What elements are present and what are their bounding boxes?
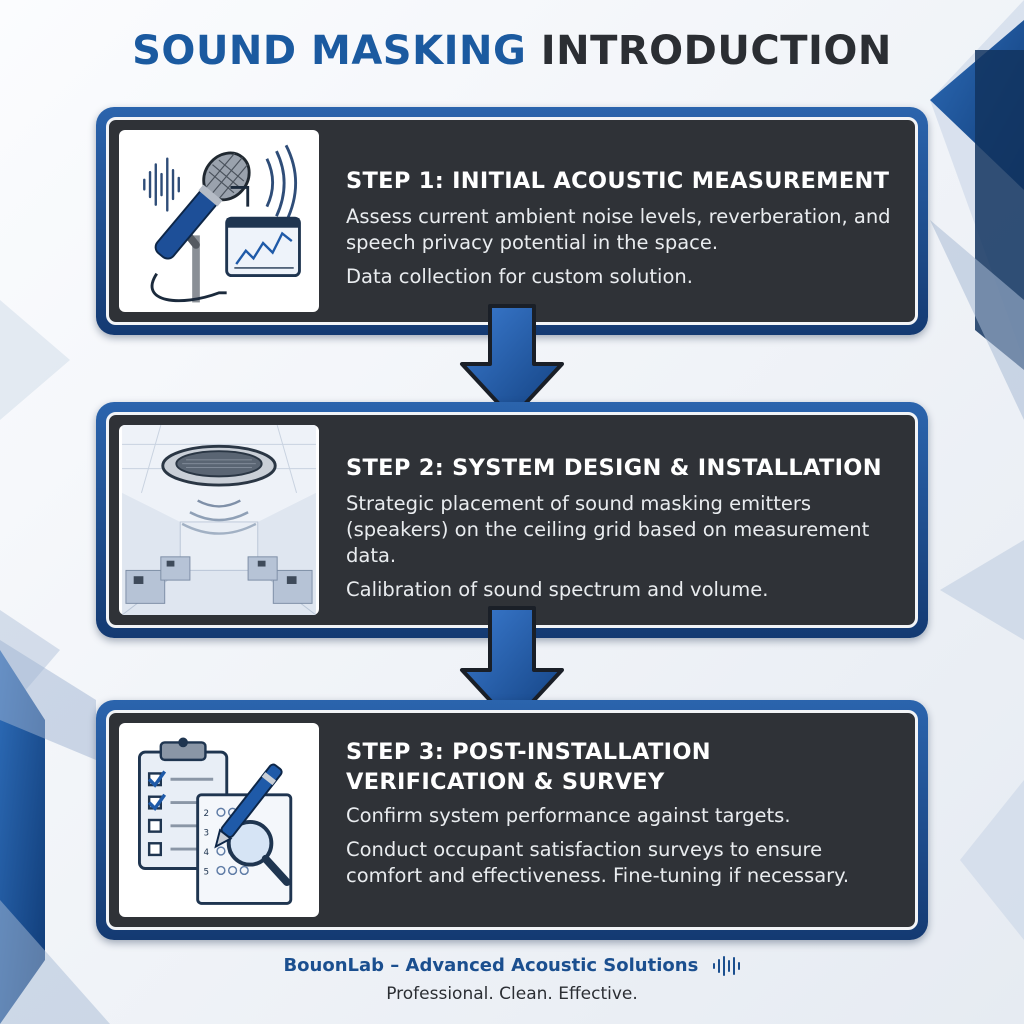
ceiling-speaker-office-icon	[119, 425, 319, 615]
step-2-text: STEP 2: SYSTEM DESIGN & INSTALLATION Str…	[346, 453, 897, 603]
step-card-1: STEP 1: INITIAL ACOUSTIC MEASUREMENT Ass…	[96, 107, 928, 335]
step-card-2: STEP 2: SYSTEM DESIGN & INSTALLATION Str…	[96, 402, 928, 638]
svg-text:3: 3	[203, 829, 209, 839]
svg-text:5: 5	[203, 867, 209, 877]
page-title-highlight: SOUND MASKING	[132, 28, 527, 74]
svg-text:4: 4	[203, 848, 209, 858]
footer-brand: BouonLab – Advanced Acoustic Solutions	[0, 955, 1024, 977]
step-1-heading: STEP 1: INITIAL ACOUSTIC MEASUREMENT	[346, 168, 890, 194]
step-2-body-1: Strategic placement of sound masking emi…	[346, 492, 870, 567]
step-card-1-inner: STEP 1: INITIAL ACOUSTIC MEASUREMENT Ass…	[106, 117, 918, 325]
step-card-3-inner: 2 3 4 5	[106, 710, 918, 930]
step-card-3: 2 3 4 5	[96, 700, 928, 940]
page-title: SOUND MASKING INTRODUCTION	[0, 28, 1024, 74]
svg-text:2: 2	[203, 809, 209, 819]
sound-wave-icon	[712, 956, 740, 976]
step-3-body-1: Confirm system performance against targe…	[346, 804, 791, 827]
step-3-text: STEP 3: POST-INSTALLATION VERIFICATION &…	[346, 737, 897, 889]
step-3-heading: STEP 3: POST-INSTALLATION VERIFICATION &…	[346, 739, 711, 795]
step-2-heading: STEP 2: SYSTEM DESIGN & INSTALLATION	[346, 455, 882, 481]
microphone-analyzer-icon	[119, 130, 319, 312]
arrow-down-icon-2	[460, 606, 564, 726]
step-1-body-1: Assess current ambient noise levels, rev…	[346, 205, 891, 254]
footer-tagline: Professional. Clean. Effective.	[386, 984, 638, 1004]
page-title-rest: INTRODUCTION	[540, 28, 892, 74]
footer-brand-text: BouonLab – Advanced Acoustic Solutions	[283, 955, 699, 976]
clipboard-survey-icon: 2 3 4 5	[119, 723, 319, 917]
step-card-2-inner: STEP 2: SYSTEM DESIGN & INSTALLATION Str…	[106, 412, 918, 628]
step-3-body-2: Conduct occupant satisfaction surveys to…	[346, 838, 850, 887]
step-1-text: STEP 1: INITIAL ACOUSTIC MEASUREMENT Ass…	[346, 166, 897, 290]
step-2-body-2: Calibration of sound spectrum and volume…	[346, 578, 769, 601]
arrow-down-icon	[460, 304, 564, 420]
step-1-body-2: Data collection for custom solution.	[346, 265, 693, 288]
